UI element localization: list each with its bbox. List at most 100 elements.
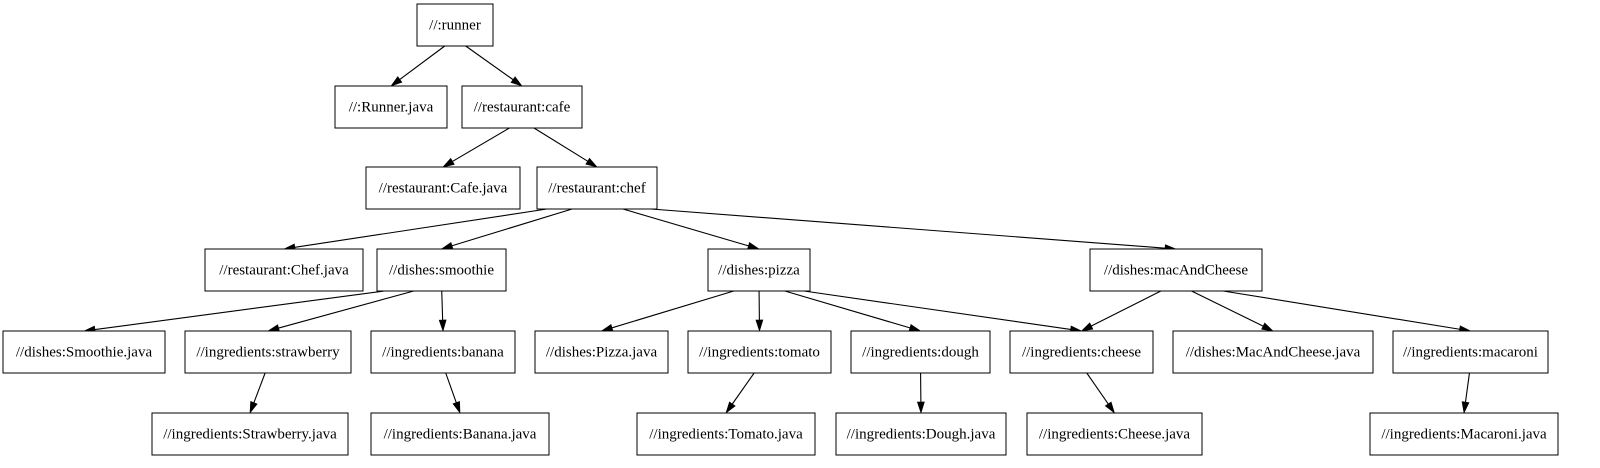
node-box[interactable]: [370, 412, 550, 456]
node-box[interactable]: [1089, 248, 1263, 292]
graph-node-cafe_java[interactable]: //restaurant:Cafe.java: [365, 166, 521, 210]
graph-edge: [622, 208, 760, 250]
edge-arrowhead: [390, 76, 403, 87]
node-label: //ingredients:Banana.java: [384, 426, 537, 442]
node-box[interactable]: [151, 412, 349, 456]
edge-line: [731, 372, 755, 405]
edge-arrowhead: [1080, 322, 1094, 332]
graph-node-ing_cheese[interactable]: //ingredients:cheese: [1009, 330, 1154, 374]
node-box[interactable]: [1392, 330, 1549, 374]
node-box[interactable]: [636, 412, 816, 456]
graph-edge: [1086, 372, 1116, 414]
edge-arrowhead: [249, 401, 258, 414]
graph-node-banana_java[interactable]: //ingredients:Banana.java: [370, 412, 550, 456]
graph-node-ing_banana[interactable]: //ingredients:banana: [370, 330, 516, 374]
edge-arrowhead: [438, 319, 447, 332]
graph-edge: [600, 290, 734, 332]
graph-node-smoothie_java[interactable]: //dishes:Smoothie.java: [2, 330, 166, 374]
edge-line: [94, 290, 385, 331]
edge-line: [1464, 372, 1471, 403]
node-box[interactable]: [376, 248, 507, 292]
graph-node-pizza_java[interactable]: //dishes:Pizza.java: [534, 330, 669, 374]
node-label: //ingredients:Macaroni.java: [1381, 426, 1547, 442]
edge-line: [611, 290, 734, 329]
graph-edge: [1191, 290, 1274, 332]
edge-line: [533, 127, 588, 162]
edges-layer: [83, 45, 1472, 414]
node-label: //ingredients:Tomato.java: [649, 426, 803, 442]
node-label: //dishes:Smoothie.java: [16, 344, 153, 360]
node-box[interactable]: [416, 3, 494, 47]
edge-line: [451, 208, 573, 247]
edge-line: [294, 208, 548, 248]
graph-edge: [390, 45, 446, 87]
node-box[interactable]: [1009, 330, 1154, 374]
graph-node-macaroni_java[interactable]: //ingredients:Macaroni.java: [1369, 412, 1559, 456]
node-box[interactable]: [184, 330, 352, 374]
node-label: //dishes:pizza: [718, 262, 800, 278]
edge-arrowhead: [747, 242, 760, 250]
edge-arrowhead: [725, 401, 736, 414]
graph-edge: [803, 290, 1083, 334]
graph-node-cheese_java[interactable]: //ingredients:Cheese.java: [1026, 412, 1203, 456]
graph-node-chef_java[interactable]: //restaurant:Chef.java: [204, 248, 364, 292]
graph-node-macandcheese_java[interactable]: //dishes:MacAndCheese.java: [1172, 330, 1374, 374]
node-label: //restaurant:Cafe.java: [379, 180, 508, 196]
graph-node-runner_java[interactable]: //:Runner.java: [334, 85, 448, 129]
node-box[interactable]: [1172, 330, 1374, 374]
node-box[interactable]: [850, 330, 991, 374]
graph-edge: [283, 208, 548, 252]
graph-node-restaurant_chef[interactable]: //restaurant:chef: [536, 166, 658, 210]
node-box[interactable]: [370, 330, 516, 374]
node-box[interactable]: [365, 166, 521, 210]
edge-line: [1191, 290, 1264, 327]
node-box[interactable]: [204, 248, 364, 292]
graph-node-ing_macaroni[interactable]: //ingredients:macaroni: [1392, 330, 1549, 374]
node-box[interactable]: [1369, 412, 1559, 456]
graph-node-dishes_smoothie[interactable]: //dishes:smoothie: [376, 248, 507, 292]
node-box[interactable]: [835, 412, 1007, 456]
node-box[interactable]: [536, 166, 658, 210]
graph-node-ing_tomato[interactable]: //ingredients:tomato: [687, 330, 832, 374]
edge-arrowhead: [267, 324, 280, 332]
graph-edge: [1461, 372, 1471, 414]
graph-node-dough_java[interactable]: //ingredients:Dough.java: [835, 412, 1007, 456]
graph-node-runner[interactable]: //:runner: [416, 3, 494, 47]
node-box[interactable]: [1026, 412, 1203, 456]
edge-line: [465, 45, 514, 81]
node-label: //ingredients:strawberry: [196, 344, 340, 360]
edge-arrowhead: [908, 324, 922, 332]
node-box[interactable]: [334, 85, 448, 129]
node-label: //:Runner.java: [349, 99, 434, 115]
graph-node-tomato_java[interactable]: //ingredients:Tomato.java: [636, 412, 816, 456]
edge-line: [441, 290, 444, 321]
graph-edge: [533, 127, 598, 168]
node-label: //ingredients:Strawberry.java: [163, 426, 337, 442]
edge-line: [278, 290, 414, 329]
node-box[interactable]: [461, 85, 583, 129]
graph-node-dishes_pizza[interactable]: //dishes:pizza: [707, 248, 811, 292]
graph-edge: [445, 372, 461, 414]
node-label: //dishes:macAndCheese: [1104, 262, 1248, 278]
edge-arrowhead: [510, 76, 523, 87]
node-box[interactable]: [687, 330, 832, 374]
edge-line: [399, 45, 446, 80]
node-box[interactable]: [534, 330, 669, 374]
edge-arrowhead: [442, 157, 455, 168]
node-label: //dishes:Pizza.java: [546, 344, 658, 360]
graph-edge: [650, 208, 1177, 253]
edge-line: [803, 290, 1071, 330]
edge-arrowhead: [452, 401, 461, 414]
node-label: //restaurant:cafe: [474, 99, 571, 115]
graph-node-restaurant_cafe[interactable]: //restaurant:cafe: [461, 85, 583, 129]
edge-arrowhead: [916, 401, 925, 414]
graph-node-dishes_macandcheese[interactable]: //dishes:macAndCheese: [1089, 248, 1263, 292]
graph-node-ing_dough[interactable]: //ingredients:dough: [850, 330, 991, 374]
graph-edge: [916, 372, 925, 414]
node-box[interactable]: [707, 248, 811, 292]
edge-line: [253, 372, 266, 403]
node-box[interactable]: [2, 330, 166, 374]
graph-node-ing_strawberry[interactable]: //ingredients:strawberry: [184, 330, 352, 374]
graph-node-strawberry_java[interactable]: //ingredients:Strawberry.java: [151, 412, 349, 456]
